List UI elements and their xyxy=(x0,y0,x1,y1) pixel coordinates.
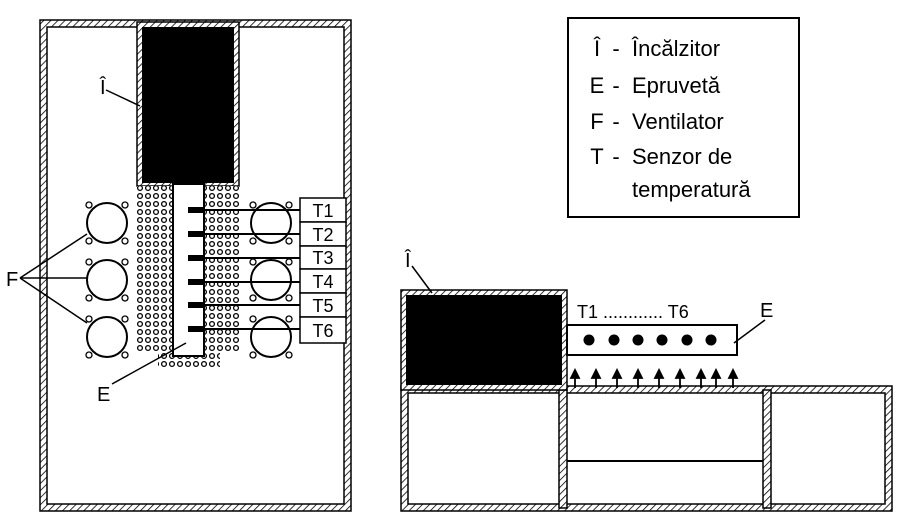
right-sensor-dots xyxy=(583,334,717,346)
left-heater-label: Î xyxy=(99,76,107,99)
sensor-label-t1: T1 xyxy=(312,201,333,221)
legend-text-sensor: Senzor de xyxy=(632,144,732,169)
legend-sep-fan: - xyxy=(612,109,619,134)
legend-sep-heater: - xyxy=(612,36,619,61)
legend-sep-specimen: - xyxy=(612,73,619,98)
fan-left-1 xyxy=(86,202,128,244)
legend-box xyxy=(567,17,800,218)
right-heater-block xyxy=(406,295,562,385)
right-heater-leader xyxy=(411,265,433,294)
right-specimen-leader xyxy=(733,319,766,344)
left-heater-block xyxy=(142,27,234,183)
legend-symbol-fan: F xyxy=(590,109,603,134)
sensor-label-t6: T6 xyxy=(312,321,333,341)
right-view: Î T1 ............ T6 E xyxy=(400,249,893,512)
sensor-label-t4: T4 xyxy=(312,272,333,292)
sensor-label-t2: T2 xyxy=(312,225,333,245)
right-specimen-label: E xyxy=(760,300,773,322)
fan-leaders xyxy=(19,233,88,324)
sensor-box-4 xyxy=(299,268,347,294)
sensor-label-t5: T5 xyxy=(312,296,333,316)
left-specimen-label: E xyxy=(97,384,110,406)
fan-left-2 xyxy=(86,259,128,301)
legend-text-specimen: Epruvetă xyxy=(632,73,721,98)
right-heater-label: Î xyxy=(404,249,412,272)
legend-sep-sensor: - xyxy=(612,144,619,169)
fan-label: F xyxy=(6,269,18,291)
airflow-arrows xyxy=(569,367,739,388)
legend-symbol-specimen: E xyxy=(590,73,605,98)
left-air-zone xyxy=(137,186,173,352)
base-divider-left xyxy=(558,389,568,509)
sensor-box-2 xyxy=(299,221,347,247)
sensor-box-6 xyxy=(299,316,347,344)
legend: Î - Încălzitor E - Epruvetă F - Ventilat… xyxy=(567,17,800,218)
legend-text-sensor-continued: temperatură xyxy=(632,177,751,202)
left-specimen-leader xyxy=(111,342,187,385)
legend-text-heater: Încălzitor xyxy=(631,36,720,61)
legend-symbol-sensor: T xyxy=(590,144,603,169)
left-enclosure-wall xyxy=(39,19,352,512)
sensor-box-1 xyxy=(299,197,347,223)
sensor-labels: T1 T2 T3 T4 T5 T6 xyxy=(299,197,347,344)
fan-right-2 xyxy=(250,259,292,301)
base-divider-right xyxy=(762,389,772,509)
legend-symbol-heater: Î xyxy=(593,36,601,61)
fan-right-3 xyxy=(250,316,292,358)
sensor-label-t3: T3 xyxy=(312,248,333,268)
sensor-probes xyxy=(190,209,300,330)
left-heater-leader xyxy=(105,89,141,107)
left-fans xyxy=(85,201,293,359)
right-air-zone xyxy=(204,186,239,352)
sensor-range-label: T1 ............ T6 xyxy=(577,302,689,322)
fan-left-3 xyxy=(86,316,128,358)
right-base-wall xyxy=(400,385,893,512)
legend-text-fan: Ventilator xyxy=(632,109,724,134)
left-view: T1 T2 T3 T4 T5 T6 Î F E xyxy=(6,19,352,512)
